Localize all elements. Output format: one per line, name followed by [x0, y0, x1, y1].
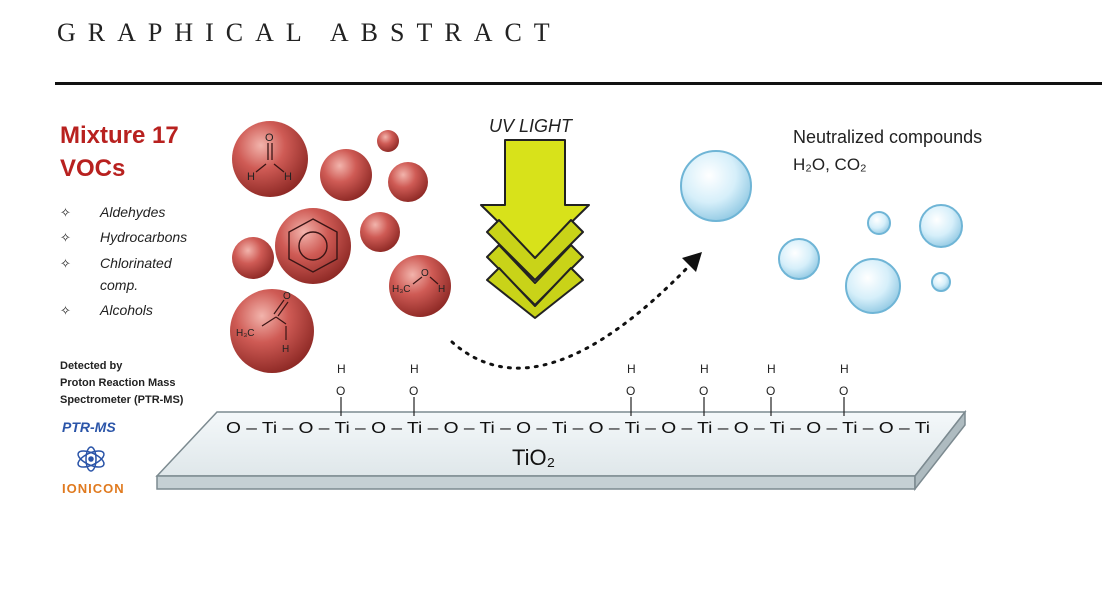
detection-line3: Spectrometer (PTR-MS): [60, 394, 184, 406]
acetaldehyde-o: O: [283, 291, 291, 302]
hydroxyl-o: O: [699, 384, 708, 398]
acetaldehyde-h3c: H₃C: [236, 328, 255, 339]
voc-sphere: [388, 162, 428, 202]
formaldehyde-sphere: [232, 121, 308, 197]
methanol-structure: [412, 276, 439, 285]
voc-sphere: [360, 212, 400, 252]
product-bubble: [680, 150, 752, 222]
reaction-dotted-arrow: [450, 263, 692, 370]
list-item-chlorinated: Chlorinated: [100, 255, 173, 271]
hydroxyl-h: H: [700, 362, 709, 376]
formaldehyde-h1: H: [247, 171, 255, 183]
ionicon-logo-icon: [77, 446, 105, 472]
uv-arrow-icon: [480, 139, 590, 319]
benzene-ring-icon: [288, 218, 338, 273]
ti-o-chain: O – Ti – O – Ti – O – Ti – O – Ti – O – …: [226, 420, 930, 437]
detection-note: Detected by Proton Reaction Mass Spectro…: [60, 360, 184, 406]
mixture-title-line2: VOCs: [60, 155, 125, 182]
surface-hydroxyls: [340, 397, 845, 416]
product-bubble: [931, 272, 951, 292]
formaldehyde-h2: H: [284, 171, 292, 183]
hydroxyl-o: O: [626, 384, 635, 398]
product-bubble: [845, 258, 901, 314]
graphical-abstract-title: GRAPHICAL ABSTRACT: [57, 18, 562, 47]
detection-line1: Detected by: [60, 360, 123, 372]
list-item-chlorinated-cont: comp.: [100, 277, 138, 293]
tio2-slab: [155, 409, 967, 492]
mixture-title-line1: Mixture 17: [60, 122, 179, 149]
hydroxyl-h: H: [410, 362, 419, 376]
hydroxyl-h: H: [767, 362, 776, 376]
methanol-sphere: [389, 255, 451, 317]
hydroxyl-o: O: [336, 384, 345, 398]
methanol-h3c: H₃C: [392, 284, 411, 295]
voc-molecules: [230, 121, 451, 373]
hydroxyl-h: H: [337, 362, 346, 376]
list-item-aldehydes: Aldehydes: [99, 204, 165, 220]
header-rule: [55, 82, 1102, 85]
benzene-sphere: [275, 208, 351, 284]
hydroxyl-o: O: [839, 384, 848, 398]
formaldehyde-o: O: [265, 132, 274, 144]
formaldehyde-structure: [255, 143, 285, 173]
bullet-icon: ✧: [60, 256, 71, 271]
arrowhead-icon: [682, 252, 702, 272]
hydroxyl-o: O: [766, 384, 775, 398]
acetaldehyde-sphere: [230, 289, 314, 373]
hydroxyl-h: H: [840, 362, 849, 376]
tio2-label: TiO₂: [512, 445, 555, 470]
bullet-icon: ✧: [60, 303, 71, 318]
hydroxyl-o: O: [409, 384, 418, 398]
list-item-alcohols: Alcohols: [99, 302, 153, 318]
methanol-o: O: [421, 268, 429, 279]
voc-list: ✧ Aldehydes ✧ Hydrocarbons ✧ Chlorinated…: [60, 204, 187, 318]
product-bubbles: [680, 150, 963, 314]
acetaldehyde-h: H: [282, 344, 289, 355]
bullet-icon: ✧: [60, 230, 71, 245]
voc-sphere: [232, 237, 274, 279]
voc-sphere: [377, 130, 399, 152]
uv-light-label: UV LIGHT: [489, 116, 574, 136]
bullet-icon: ✧: [60, 205, 71, 220]
ptr-ms-logo: PTR-MS: [62, 419, 116, 435]
voc-sphere: [320, 149, 372, 201]
methanol-h: H: [438, 284, 445, 295]
neutralized-formulas: H₂O, CO₂: [793, 155, 867, 174]
ionicon-logo-text: IONICON: [62, 481, 125, 496]
neutralized-title: Neutralized compounds: [793, 127, 982, 147]
product-bubble: [919, 204, 963, 248]
list-item-hydrocarbons: Hydrocarbons: [100, 229, 187, 245]
product-bubble: [778, 238, 820, 280]
hydroxyl-h: H: [627, 362, 636, 376]
acetaldehyde-structure: [261, 299, 289, 340]
product-bubble: [867, 211, 891, 235]
detection-line2: Proton Reaction Mass: [60, 377, 176, 389]
